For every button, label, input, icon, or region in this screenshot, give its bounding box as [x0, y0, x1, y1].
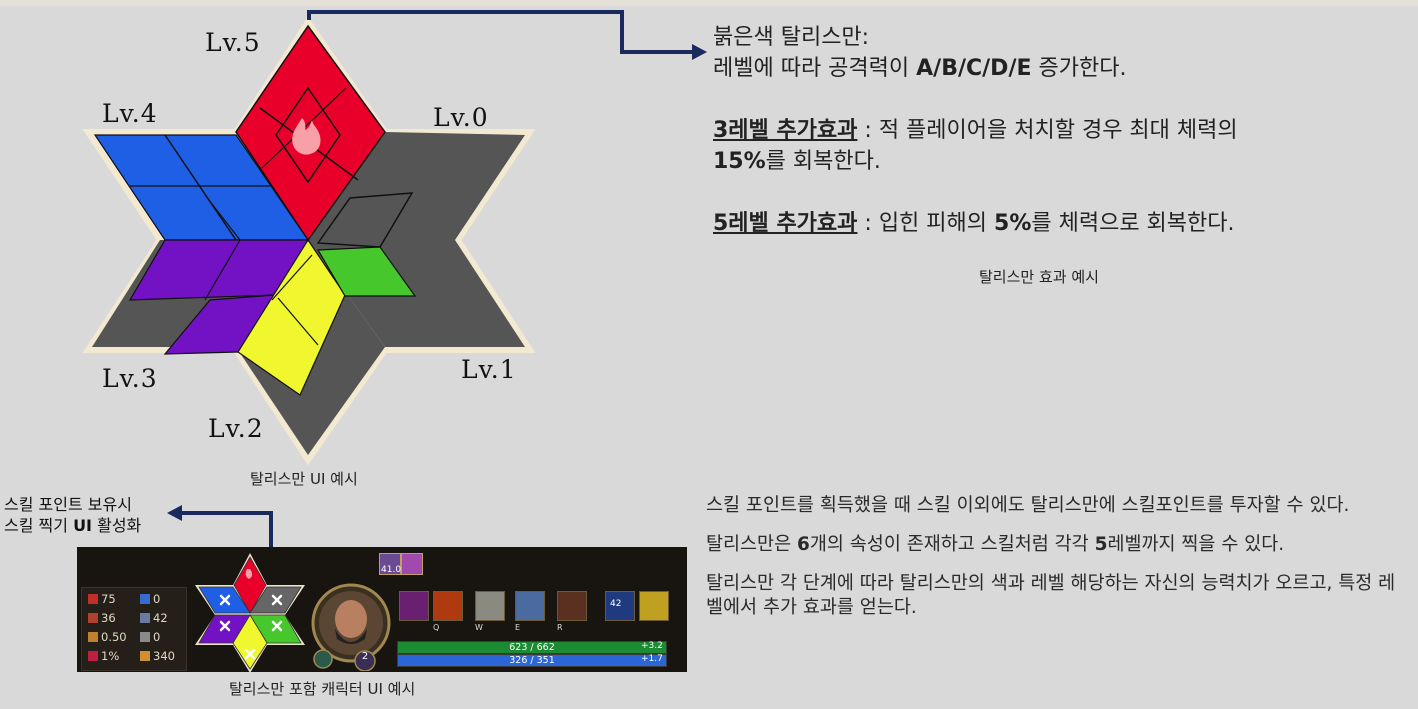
armor-icon — [88, 613, 98, 623]
level-label-lv0: Lv.0 — [433, 103, 489, 132]
p2-count-levels: 5 — [1094, 534, 1108, 555]
description-line1-values: A/B/C/D/E — [916, 56, 1032, 81]
stat-attack-speed: 0.50 — [88, 630, 127, 644]
flame-icon — [292, 118, 321, 155]
health-bar: 623 / 662 — [397, 641, 667, 654]
attack-speed-icon — [88, 632, 98, 642]
connector-arrow-line — [307, 10, 700, 54]
skill-point-note: 스킬 포인트 보유시 스킬 찍기 UI 활성화 — [4, 494, 141, 536]
skill-key-q: Q — [433, 623, 440, 632]
stat-armor: 36 — [88, 611, 116, 625]
stat-attack: 75 — [88, 592, 116, 606]
description-line1-prefix: 레벨에 따라 공격력이 — [713, 56, 917, 81]
character-ui-panel: 75 0 36 42 0.50 0 1% 340 2 — [77, 547, 687, 672]
skill-point-arrow — [167, 505, 273, 559]
description-paragraph-3: 탈리스만 각 단계에 따라 탈리스만의 색과 레벨 해당하는 자신의 능력치가 … — [706, 573, 1396, 618]
yellow-talisman-segment — [237, 238, 346, 396]
skill-point-description: 스킬 포인트를 획득했을 때 스킬 이외에도 탈리스만에 스킬포인트를 투자할 … — [706, 494, 1406, 635]
level-label-lv5: Lv.5 — [205, 28, 261, 57]
green-talisman-segment — [316, 246, 417, 297]
lv5-bonus-text: : 입힌 피해의 — [857, 211, 995, 236]
skill-up-plus-icons — [219, 594, 283, 660]
summoner-cooldown: 42 — [610, 599, 622, 609]
lv3-bonus-text-2: 를 회복한다. — [765, 149, 881, 174]
empty-diamond-outline — [316, 192, 414, 248]
skill-key-r: R — [557, 623, 563, 632]
stat-attack-value: 75 — [101, 592, 116, 606]
skill-key-e: E — [515, 623, 521, 632]
description-paragraph-2: 탈리스만은 6개의 속성이 존재하고 스킬처럼 각각 5레벨까지 찍을 수 있다… — [706, 533, 1406, 557]
mana-text: 326 / 351 — [509, 655, 555, 666]
skill-q[interactable] — [433, 591, 463, 621]
stat-cooldown-value: 0 — [153, 630, 161, 644]
stat-ability-power: 0 — [140, 592, 160, 606]
champion-portrait — [311, 583, 391, 671]
stats-panel: 75 0 36 42 0.50 0 1% 340 — [81, 587, 187, 671]
red-talisman-description: 붉은색 탈리스만: 레벨에 따라 공격력이 A/B/C/D/E 증가한다. 3레… — [713, 22, 1413, 239]
stat-armor-value: 36 — [101, 611, 116, 625]
lv5-bonus-label: 5레벨 추가효과 — [713, 211, 858, 236]
description-line1-suffix: 증가한다. — [1031, 56, 1127, 81]
lv5-bonus-percent: 5% — [994, 211, 1032, 236]
skill-point-note-line2-suffix: 활성화 — [92, 516, 142, 535]
skill-point-note-line2-prefix: 스킬 찍기 — [4, 516, 74, 535]
skill-w[interactable] — [475, 591, 505, 621]
skill-point-note-line1: 스킬 포인트 보유시 — [4, 495, 132, 514]
stat-move-speed-value: 340 — [153, 649, 175, 663]
effect-caption: 탈리스만 효과 예시 — [979, 268, 1099, 286]
character-ui-caption: 탈리스만 포함 캐릭터 UI 예시 — [229, 680, 416, 698]
stat-cooldown: 0 — [140, 630, 160, 644]
description-paragraph-1: 스킬 포인트를 획득했을 때 스킬 이외에도 탈리스만에 스킬포인트를 투자할 … — [706, 495, 1350, 516]
attack-icon — [88, 594, 98, 604]
stat-crit: 1% — [88, 649, 119, 663]
buff-timer: 41.0 — [381, 565, 402, 575]
level-label-lv1: Lv.1 — [461, 355, 517, 384]
champion-level: 2 — [361, 651, 369, 662]
buff-icon — [379, 553, 401, 575]
stat-move-speed: 340 — [140, 649, 175, 663]
mana-regen: +1.7 — [641, 654, 663, 664]
health-text: 623 / 662 — [509, 642, 555, 653]
lv5-bonus-text-2: 를 체력으로 회복한다. — [1031, 211, 1235, 236]
gray-segment-lv0 — [308, 132, 525, 240]
lv3-bonus-percent: 15% — [713, 149, 766, 174]
arrow-head-icon — [692, 44, 707, 60]
p2-text-c: 개의 속성이 존재하고 스킬처럼 각각 — [809, 534, 1095, 555]
lv3-bonus-text: : 적 플레이어을 처치할 경우 최대 체력의 — [857, 118, 1238, 143]
mini-talisman-star[interactable] — [187, 549, 313, 672]
ability-power-icon — [140, 594, 150, 604]
level-label-lv2: Lv.2 — [208, 414, 264, 443]
red-inner-diamond — [275, 86, 341, 184]
stat-magic-resist-value: 42 — [153, 611, 168, 625]
talisman-star-diagram — [82, 10, 700, 466]
move-speed-icon — [140, 651, 150, 661]
ui-caption: 탈리스만 UI 예시 — [250, 470, 358, 488]
skill-passive[interactable] — [399, 591, 429, 621]
p2-count-attributes: 6 — [796, 534, 810, 555]
crit-icon — [88, 651, 98, 661]
stat-crit-value: 1% — [101, 649, 120, 663]
stat-ability-power-value: 0 — [153, 592, 161, 606]
lv3-bonus-label: 3레벨 추가효과 — [713, 118, 858, 143]
summoner-spell-f[interactable] — [639, 591, 669, 621]
level-label-lv4: Lv.4 — [102, 99, 158, 128]
skill-e[interactable] — [515, 591, 545, 621]
level-label-lv3: Lv.3 — [102, 364, 158, 393]
skill-point-note-ui: UI — [73, 516, 93, 535]
skill-key-w: W — [475, 623, 483, 632]
p2-text-a: 탈리스만은 — [706, 534, 797, 555]
mana-bar: 326 / 351 — [397, 654, 667, 667]
health-regen: +3.2 — [641, 641, 663, 651]
magic-resist-icon — [140, 613, 150, 623]
summoner-spell-d[interactable] — [605, 591, 635, 621]
top-band — [0, 0, 1418, 6]
buff-icon-2 — [401, 553, 423, 575]
p2-text-d: 레벨까지 찍을 수 있다. — [1107, 534, 1285, 555]
stat-magic-resist: 42 — [140, 611, 168, 625]
description-title: 붉은색 탈리스만: — [713, 25, 870, 50]
skill-r[interactable] — [557, 591, 587, 621]
cooldown-icon — [140, 632, 150, 642]
stat-attack-speed-value: 0.50 — [101, 630, 127, 644]
